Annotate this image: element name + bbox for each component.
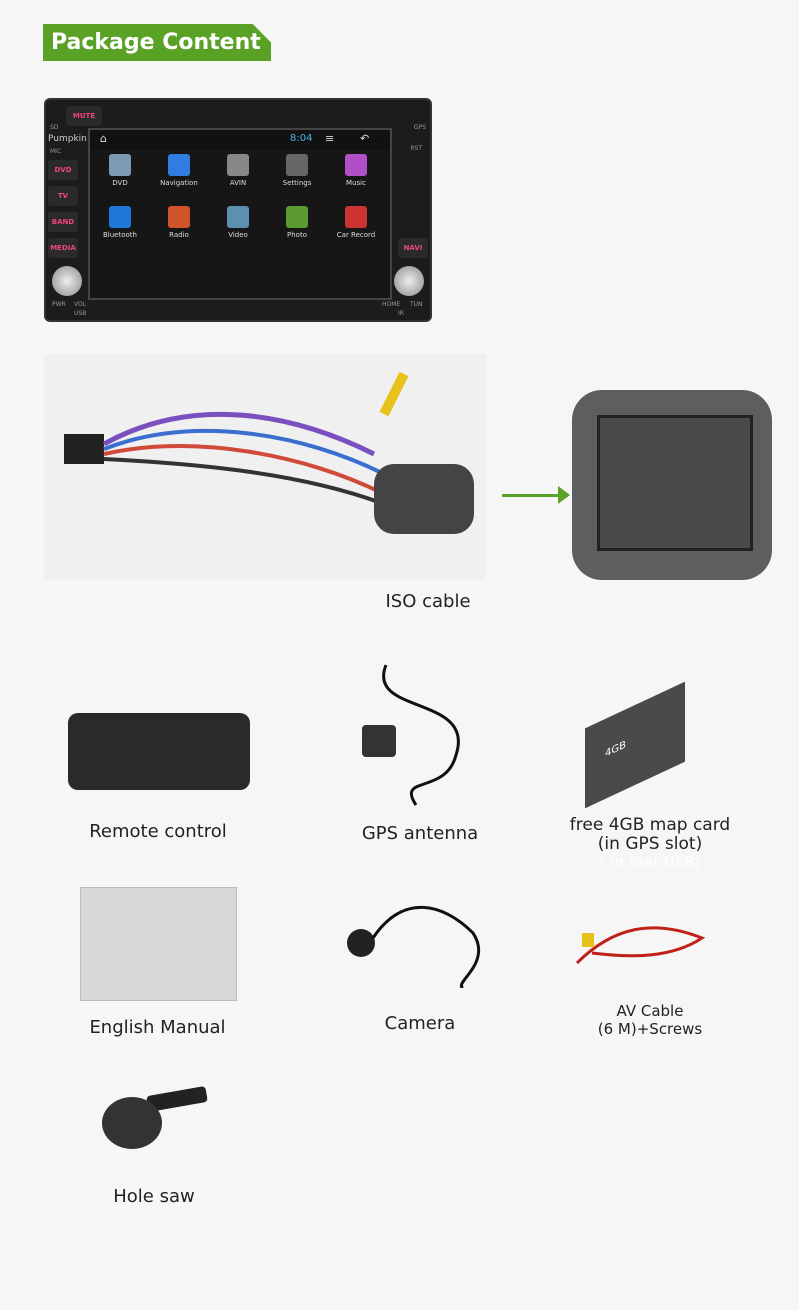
menu-icon: ≡	[325, 132, 335, 145]
vol-label: VOL	[74, 301, 87, 308]
usb-label: USB	[74, 310, 87, 317]
app-label: Navigation	[160, 179, 198, 187]
app-icon	[168, 206, 190, 228]
brand-logo: Pumpkin	[48, 134, 87, 144]
app-settings: Settings	[269, 154, 325, 187]
app-label: Car Record	[336, 231, 376, 239]
app-icon	[168, 154, 190, 176]
tv-button: TV	[48, 186, 78, 206]
manual-image	[80, 887, 237, 1001]
av-cable-caption: AV Cable (6 M)+Screws	[570, 1002, 730, 1038]
sd-label: SD	[50, 124, 59, 131]
volume-knob	[52, 266, 82, 296]
app-icon	[109, 206, 131, 228]
app-label: Bluetooth	[103, 231, 137, 239]
remote-control-caption: Remote control	[89, 821, 227, 842]
tune-knob	[394, 266, 424, 296]
av-caption-line2: (6 M)+Screws	[597, 1020, 703, 1038]
rst-label: RST	[410, 145, 422, 152]
app-label: DVD	[112, 179, 128, 187]
app-label: AVIN	[229, 179, 247, 187]
hole-saw-image	[92, 1083, 212, 1153]
app-label: Video	[228, 231, 248, 239]
stereo-screen: ⌂ 8:04 ≡ ↶ DVD Navigation AVIN Settings Musi…	[88, 128, 392, 300]
camera-image	[343, 893, 493, 990]
app-navigation: Navigation	[151, 154, 207, 187]
app-icon	[227, 206, 249, 228]
app-icon	[345, 206, 367, 228]
section-title: Package Content	[43, 24, 271, 61]
iso-cable-caption: ISO cable	[385, 591, 471, 612]
app-label: Radio	[169, 231, 189, 239]
app-video: Video	[210, 206, 266, 239]
app-music: Music	[328, 154, 384, 187]
app-icon	[286, 206, 308, 228]
map-card-image: 4GB	[570, 681, 700, 809]
app-label: Music	[346, 179, 366, 187]
iso-connector-image	[572, 390, 772, 580]
ir-label: IR	[398, 310, 404, 317]
arrow-icon	[502, 494, 568, 497]
app-dvd: DVD	[92, 154, 148, 187]
app-icon	[345, 154, 367, 176]
remote-control-image	[68, 713, 250, 790]
dvd-button: DVD	[48, 160, 78, 180]
app-car-record: Car Record	[328, 206, 384, 239]
tun-label: TUN	[410, 301, 423, 308]
av-caption-line1: AV Cable	[616, 1002, 684, 1020]
app-avin: AVIN	[210, 154, 266, 187]
app-label: Photo	[287, 231, 307, 239]
arrow-head-icon	[558, 486, 570, 504]
av-cable-image	[572, 908, 707, 973]
app-icon	[227, 154, 249, 176]
app-bluetooth: Bluetooth	[92, 206, 148, 239]
pwr-label: PWR	[52, 301, 66, 308]
back-icon: ↶	[360, 132, 370, 145]
mute-button: MUTE	[66, 106, 102, 126]
app-photo: Photo	[269, 206, 325, 239]
manual-caption: English Manual	[89, 1017, 226, 1038]
camera-caption: Camera	[384, 1013, 456, 1034]
app-label: Settings	[282, 179, 312, 187]
mic-label: MIC	[50, 148, 62, 155]
iso-cable-image	[44, 354, 486, 580]
hole-saw-caption: Hole saw	[113, 1186, 195, 1207]
band-button: BAND	[48, 212, 78, 232]
card-caption-line1: free 4GB map card	[569, 815, 731, 835]
gps-antenna-caption: GPS antenna	[361, 823, 479, 844]
map-card-caption: free 4GB map card (in GPS slot) ( in rea…	[540, 816, 760, 871]
card-size-label: 4GB	[585, 681, 685, 809]
app-radio: Radio	[151, 206, 207, 239]
card-caption-faint: ( in rear USB)	[599, 853, 701, 871]
home-label: HOME	[382, 301, 401, 308]
media-button: MEDIA	[48, 238, 78, 258]
app-icon	[286, 154, 308, 176]
card-caption-line2: (in GPS slot)	[597, 834, 703, 854]
navi-button: NAVI	[398, 238, 428, 258]
app-icon	[109, 154, 131, 176]
clock: 8:04	[290, 133, 313, 144]
status-bar: ⌂ 8:04 ≡ ↶	[90, 130, 390, 150]
gps-antenna-image	[356, 655, 476, 815]
gps-label: GPS	[413, 124, 426, 131]
home-icon: ⌂	[100, 132, 107, 145]
